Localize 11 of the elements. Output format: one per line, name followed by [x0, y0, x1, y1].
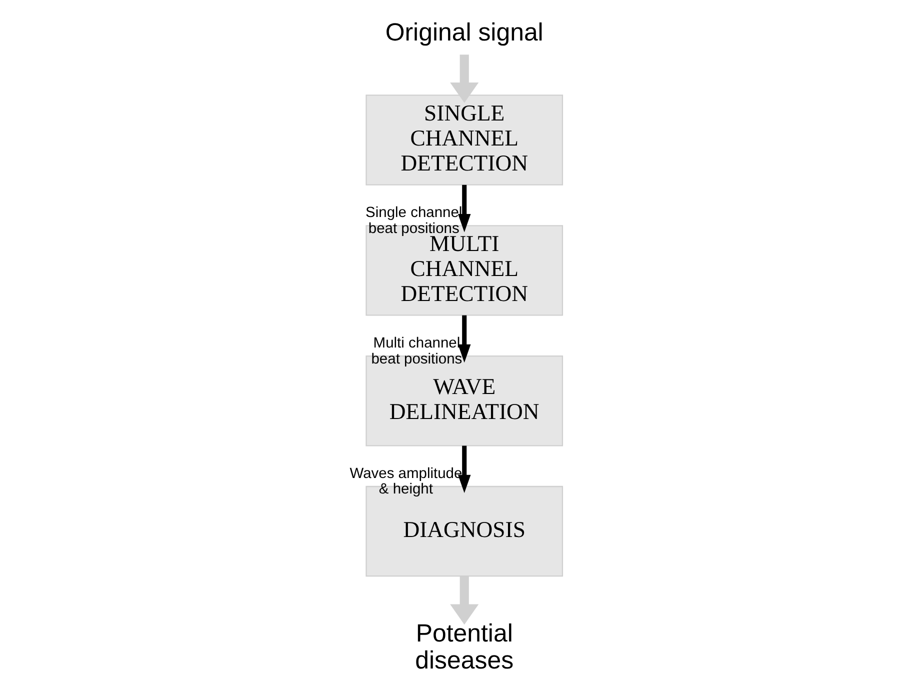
node-box: SINGLE CHANNEL DETECTION	[366, 94, 564, 186]
arrow	[450, 54, 479, 103]
arrow	[450, 576, 479, 625]
arrow	[458, 184, 471, 232]
arrow	[458, 315, 471, 363]
edge-label: Waves amplitude & height	[350, 466, 462, 498]
edge-label: Multi channel beat positions	[371, 335, 462, 368]
edge-label: Single channel beat positions	[366, 205, 462, 237]
node-text: Original signal	[385, 18, 544, 46]
arrow	[458, 446, 471, 494]
node-text: Potential diseases	[415, 619, 514, 675]
